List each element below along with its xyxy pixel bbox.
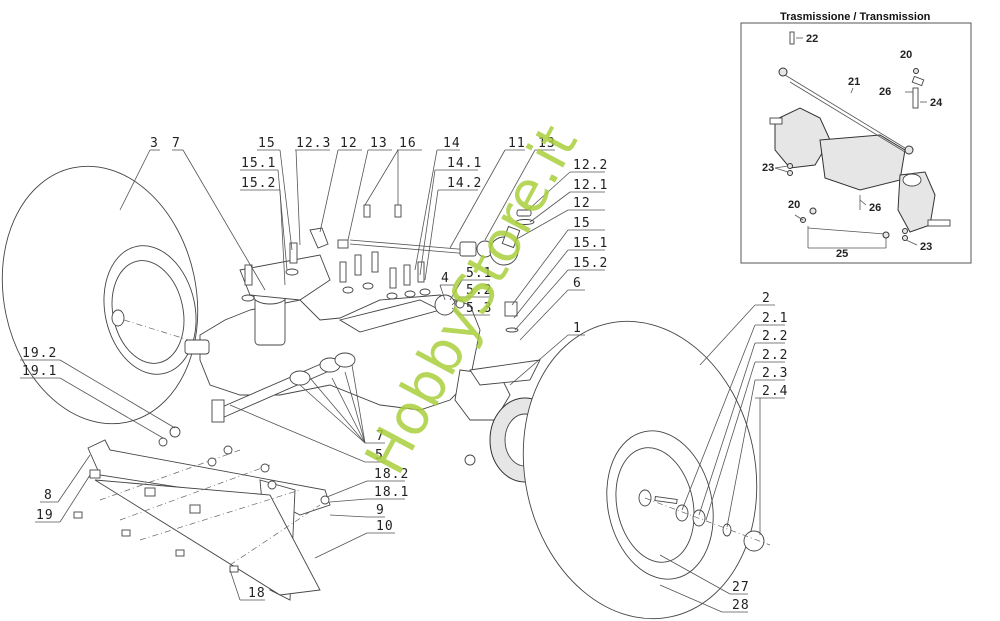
callout-19-1: 19.1 — [22, 364, 57, 379]
callout-9: 9 — [376, 503, 385, 518]
linkage-rod — [309, 209, 541, 386]
callout-12-right: 12 — [573, 196, 591, 211]
bracket-assembly — [73, 426, 331, 601]
callout-15: 15 — [258, 136, 276, 151]
transmission-housing — [184, 254, 561, 483]
callout-2-4: 2.4 — [762, 384, 788, 399]
callout-2-2b: 2.2 — [762, 348, 788, 363]
callout-8: 8 — [44, 488, 53, 503]
inset-label-20-bottom: 20 — [788, 199, 800, 211]
callout-2-2a: 2.2 — [762, 329, 788, 344]
callout-12-1: 12.1 — [573, 178, 608, 193]
inset-label-24: 24 — [930, 97, 943, 109]
callout-13: 13 — [370, 136, 388, 151]
callout-15-1: 15.1 — [241, 156, 276, 171]
inset-label-22: 22 — [806, 33, 818, 45]
callout-18: 18 — [248, 586, 266, 601]
right-wheel — [522, 320, 771, 620]
callout-5: 5 — [375, 448, 384, 463]
callout-15-right: 15 — [573, 216, 591, 231]
callout-15-1-right: 15.1 — [573, 236, 608, 251]
callout-15-2: 15.2 — [241, 176, 276, 191]
inset-label-23-left: 23 — [762, 162, 774, 174]
left-wheel — [1, 165, 206, 425]
inset-label-20-top: 20 — [900, 49, 912, 61]
callout-2-3: 2.3 — [762, 366, 788, 381]
callout-5-3: 5.3 — [466, 301, 492, 316]
callout-10: 10 — [376, 519, 394, 534]
callout-12-3: 12.3 — [296, 136, 331, 151]
callout-19-2: 19.2 — [22, 346, 57, 361]
callout-14: 14 — [443, 136, 461, 151]
callout-4: 4 — [441, 271, 450, 286]
bolts — [241, 204, 431, 302]
callout-11: 11 — [508, 136, 526, 151]
callout-16: 16 — [399, 136, 417, 151]
inset-title: Trasmissione / Transmission — [780, 11, 931, 23]
callout-7: 7 — [172, 136, 181, 151]
leader-lines — [20, 149, 785, 613]
callout-7-bottom: 7 — [376, 429, 385, 444]
transmission-inset: Trasmissione / Transmission — [740, 11, 972, 264]
callout-14-2: 14.2 — [447, 176, 482, 191]
inset-label-23-right: 23 — [920, 241, 932, 253]
callout-13-right: 13 — [538, 136, 556, 151]
callout-1: 1 — [573, 321, 582, 336]
callout-18-2: 18.2 — [374, 467, 409, 482]
callout-19: 19 — [36, 508, 54, 523]
callout-28: 28 — [732, 598, 750, 613]
callout-12: 12 — [340, 136, 358, 151]
callout-18-1: 18.1 — [374, 485, 409, 500]
callout-labels: 3 7 15 12.3 12 13 16 14 11 13 15.1 15.2 … — [22, 136, 788, 613]
inset-label-26-top: 26 — [879, 86, 891, 98]
callout-27: 27 — [732, 580, 750, 595]
callout-3: 3 — [150, 136, 159, 151]
inset-label-25: 25 — [836, 248, 848, 260]
callout-12-2: 12.2 — [573, 158, 608, 173]
callout-2-1: 2.1 — [762, 311, 788, 326]
inset-label-26-bottom: 26 — [869, 202, 881, 214]
callout-2: 2 — [762, 291, 771, 306]
callout-15-2-right: 15.2 — [573, 256, 608, 271]
callout-14-1: 14.1 — [447, 156, 482, 171]
inset-label-21: 21 — [848, 76, 860, 88]
callout-5-2: 5.2 — [466, 283, 492, 298]
inset-transmission-drawing — [769, 31, 951, 241]
callout-6: 6 — [573, 276, 582, 291]
callout-5-1: 5.1 — [466, 266, 492, 281]
